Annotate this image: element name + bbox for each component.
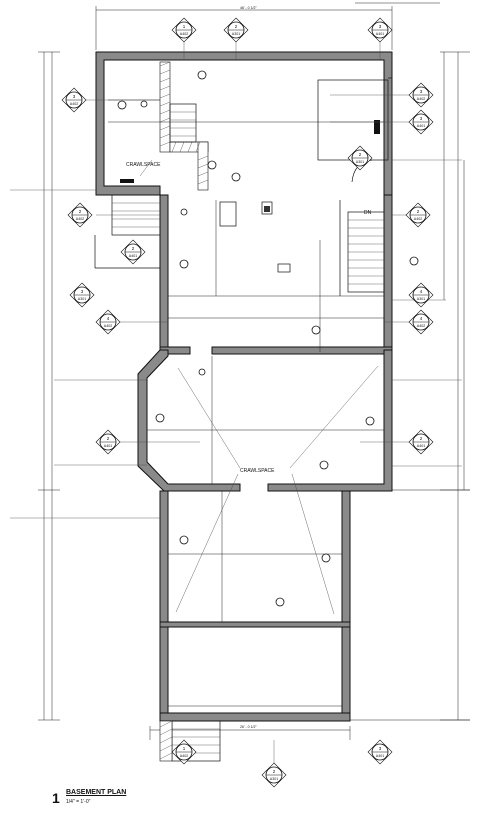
keynote-markers	[117, 70, 419, 607]
section-tag-number: 2	[359, 152, 362, 157]
section-tags: 1A4022A3013A4013A4023A4023A4012A3012A402…	[61, 17, 434, 788]
section-tag-sheet: A401	[376, 754, 384, 758]
section-tag-sheet: A301	[417, 297, 425, 301]
section-tag-number: 4	[107, 316, 110, 321]
drawing-scale: 1/4" = 1'-0"	[66, 799, 91, 805]
section-tag-number: 2	[417, 209, 420, 214]
section-tag-number: 3	[420, 116, 423, 121]
section-tag-sheet: A401	[104, 444, 112, 448]
crawlspace-upper-label: CRAWLSPACE	[126, 162, 161, 168]
section-tag-sheet: A301	[270, 777, 278, 781]
section-tag-sheet: A402	[414, 217, 422, 221]
svg-text:46' - 0 1/2": 46' - 0 1/2"	[240, 6, 257, 10]
section-tag-number: 2	[107, 436, 110, 441]
section-tag-sheet: A402	[104, 324, 112, 328]
section-tag-sheet: A301	[78, 297, 86, 301]
drawing-title: BASEMENT PLAN	[66, 789, 127, 796]
section-tag-number: 2	[79, 209, 82, 214]
stair-dn-label: DN	[364, 210, 372, 216]
section-tag-sheet: A402	[76, 217, 84, 221]
svg-text:26' - 0 1/2": 26' - 0 1/2"	[240, 725, 257, 729]
wall-hatch	[159, 61, 209, 185]
section-tag-sheet: A402	[180, 32, 188, 36]
section-tag-sheet: A401	[417, 124, 425, 128]
section-tag-number: 4	[420, 289, 423, 294]
section-tag-sheet: A401	[129, 254, 137, 258]
section-tag-number: 2	[132, 246, 135, 251]
crawlspace-lower-label: CRAWLSPACE	[240, 468, 275, 474]
section-tag-sheet: A401	[376, 32, 384, 36]
drawing-number: 1	[52, 790, 60, 806]
section-tag-number: 4	[420, 316, 423, 321]
section-tag-sheet: A301	[232, 32, 240, 36]
overall-dimensions: 46' - 0 1/2" 26' - 0 1/2"	[10, 2, 470, 740]
section-tag-number: 3	[81, 289, 84, 294]
section-tag-number: 2	[273, 769, 276, 774]
section-tag-sheet: A402	[180, 754, 188, 758]
section-tag-sheet: A301	[356, 160, 364, 164]
section-tag-number: 3	[420, 89, 423, 94]
section-tag-sheet: A402	[417, 97, 425, 101]
section-tag-number: 1	[183, 746, 186, 751]
section-tag-number: 1	[183, 24, 186, 29]
section-tag-sheet: A402	[417, 324, 425, 328]
section-tag-sheet: A401	[417, 444, 425, 448]
section-tag-number: 3	[379, 746, 382, 751]
section-tag-number: 2	[420, 436, 423, 441]
section-tag-number: 3	[379, 24, 382, 29]
walls	[95, 51, 393, 722]
section-tag-number: 2	[235, 24, 238, 29]
section-tag-sheet: A402	[70, 102, 78, 106]
section-tag-number: 3	[73, 94, 76, 99]
interior-lines	[54, 40, 462, 770]
